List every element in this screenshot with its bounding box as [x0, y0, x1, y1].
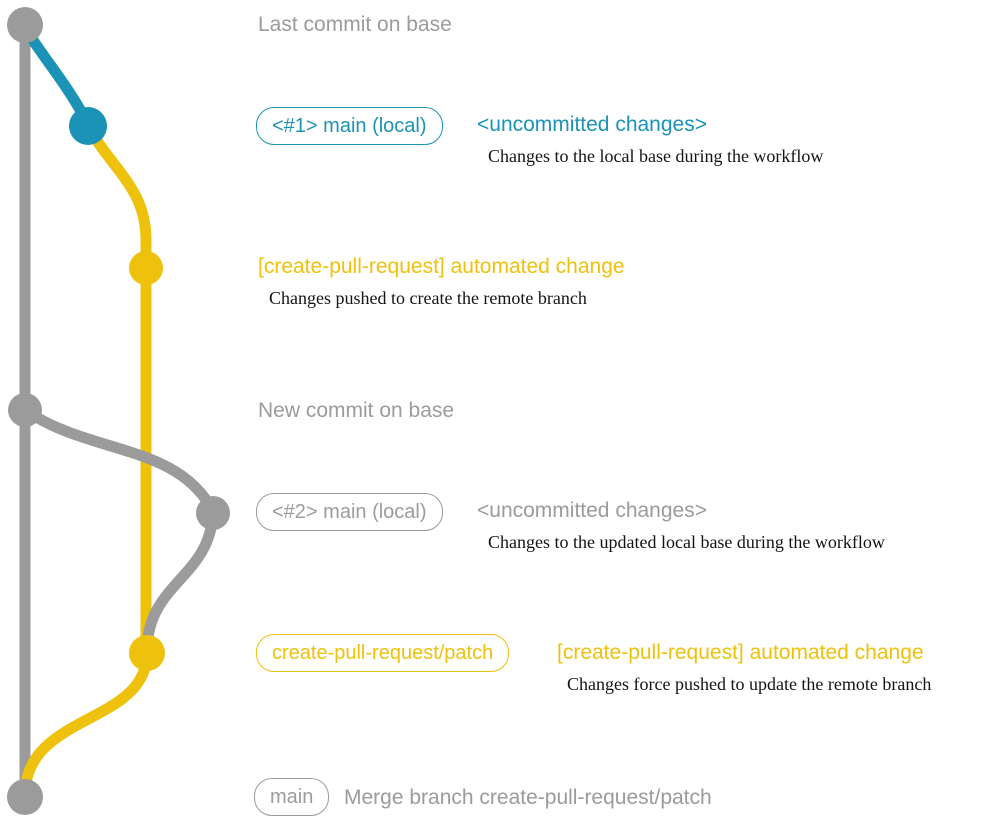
- commit-node-push-2: [129, 635, 165, 671]
- description-local-1: Changes to the local base during the wor…: [488, 146, 824, 166]
- branch-chip-main-local-1: <#1> main (local): [256, 107, 443, 145]
- commit-node-new-base: [8, 393, 42, 427]
- status-uncommitted-1: <uncommitted changes>: [477, 113, 707, 136]
- commit-message-merge: Merge branch create-pull-request/patch: [344, 786, 712, 809]
- branch-chip-main-local-2: <#2> main (local): [256, 493, 443, 531]
- commit-message-push-2: [create-pull-request] automated change: [557, 641, 924, 664]
- description-push-2: Changes force pushed to update the remot…: [567, 674, 932, 694]
- merge-edge: [19, 652, 153, 796]
- local-main-edge-2: [21, 405, 218, 514]
- rebase-edge: [141, 512, 219, 652]
- status-uncommitted-2: <uncommitted changes>: [477, 499, 707, 522]
- commit-node-merge: [7, 779, 43, 815]
- commit-node-local-1: [69, 107, 107, 145]
- remote-branch-line: [83, 123, 152, 653]
- commit-node-local-2: [196, 496, 230, 530]
- commit-message-push-1: [create-pull-request] automated change: [258, 255, 625, 278]
- last-commit-label: Last commit on base: [258, 13, 452, 36]
- description-local-2: Changes to the updated local base during…: [488, 532, 885, 552]
- branch-chip-create-pull-request-patch: create-pull-request/patch: [256, 634, 510, 672]
- new-commit-label: New commit on base: [258, 399, 455, 422]
- description-push-1: Changes pushed to create the remote bran…: [269, 288, 587, 308]
- commit-node-push-1: [129, 251, 163, 285]
- branch-chip-main: main: [254, 778, 330, 816]
- commit-node-last-base: [7, 7, 43, 43]
